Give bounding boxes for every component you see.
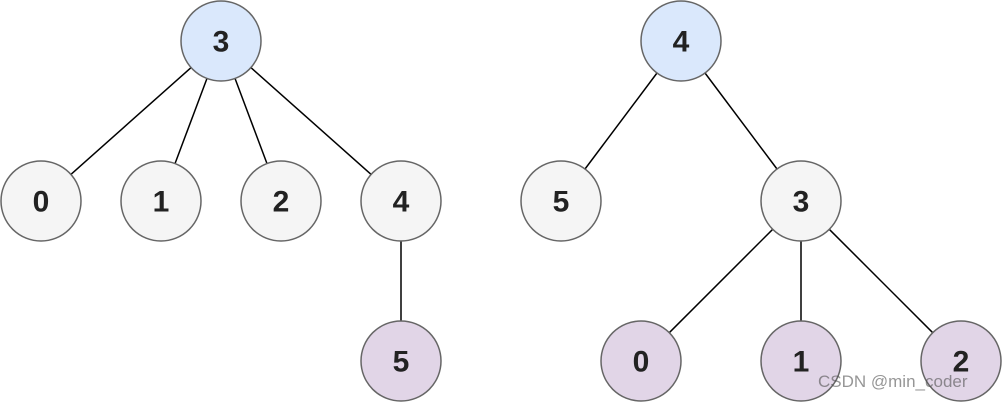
edge-a3-a2 [234,78,268,164]
node-label: 3 [213,26,230,59]
tree-node-b5: 5 [520,160,602,242]
tree-node-a3: 3 [180,0,262,82]
tree-node-a5: 5 [360,320,442,402]
watermark: CSDN @min_coder [818,372,968,391]
node-label: 5 [553,186,570,219]
tree-node-a4: 4 [360,160,442,242]
node-label: 2 [273,186,290,219]
tree-node-b1: 1 [760,320,842,402]
node-label: 1 [153,186,170,219]
node-label: 0 [33,186,50,219]
edge-a3-a0 [70,67,192,175]
edge-b4-b3 [704,72,778,170]
tree-node-a1: 1 [120,160,202,242]
node-circle [120,160,202,242]
node-label: 4 [393,186,410,219]
edge-a3-a4 [250,67,372,175]
tree-node-a0: 0 [0,160,82,242]
node-circle [520,160,602,242]
node-label: 3 [793,186,810,219]
node-circle [180,0,262,82]
node-circle [640,0,722,82]
tree-node-b0: 0 [600,320,682,402]
node-circle [760,160,842,242]
node-label: 4 [673,26,690,59]
tree-node-b2: 2 [920,320,1002,402]
node-label: 1 [793,346,810,379]
edges-layer [70,67,934,334]
node-circle [360,160,442,242]
edge-a3-a1 [174,78,208,164]
edge-b4-b5 [584,72,658,170]
node-circle [240,160,322,242]
edge-b3-b0 [668,228,774,334]
node-label: 5 [393,346,410,379]
edge-b3-b2 [828,228,934,334]
node-circle [760,320,842,402]
node-circle [600,320,682,402]
node-label: 2 [953,346,970,379]
node-circle [920,320,1002,402]
node-circle [0,160,82,242]
tree-node-a2: 2 [240,160,322,242]
node-circle [360,320,442,402]
tree-node-b4: 4 [640,0,722,82]
tree-node-b3: 3 [760,160,842,242]
node-label: 0 [633,346,650,379]
